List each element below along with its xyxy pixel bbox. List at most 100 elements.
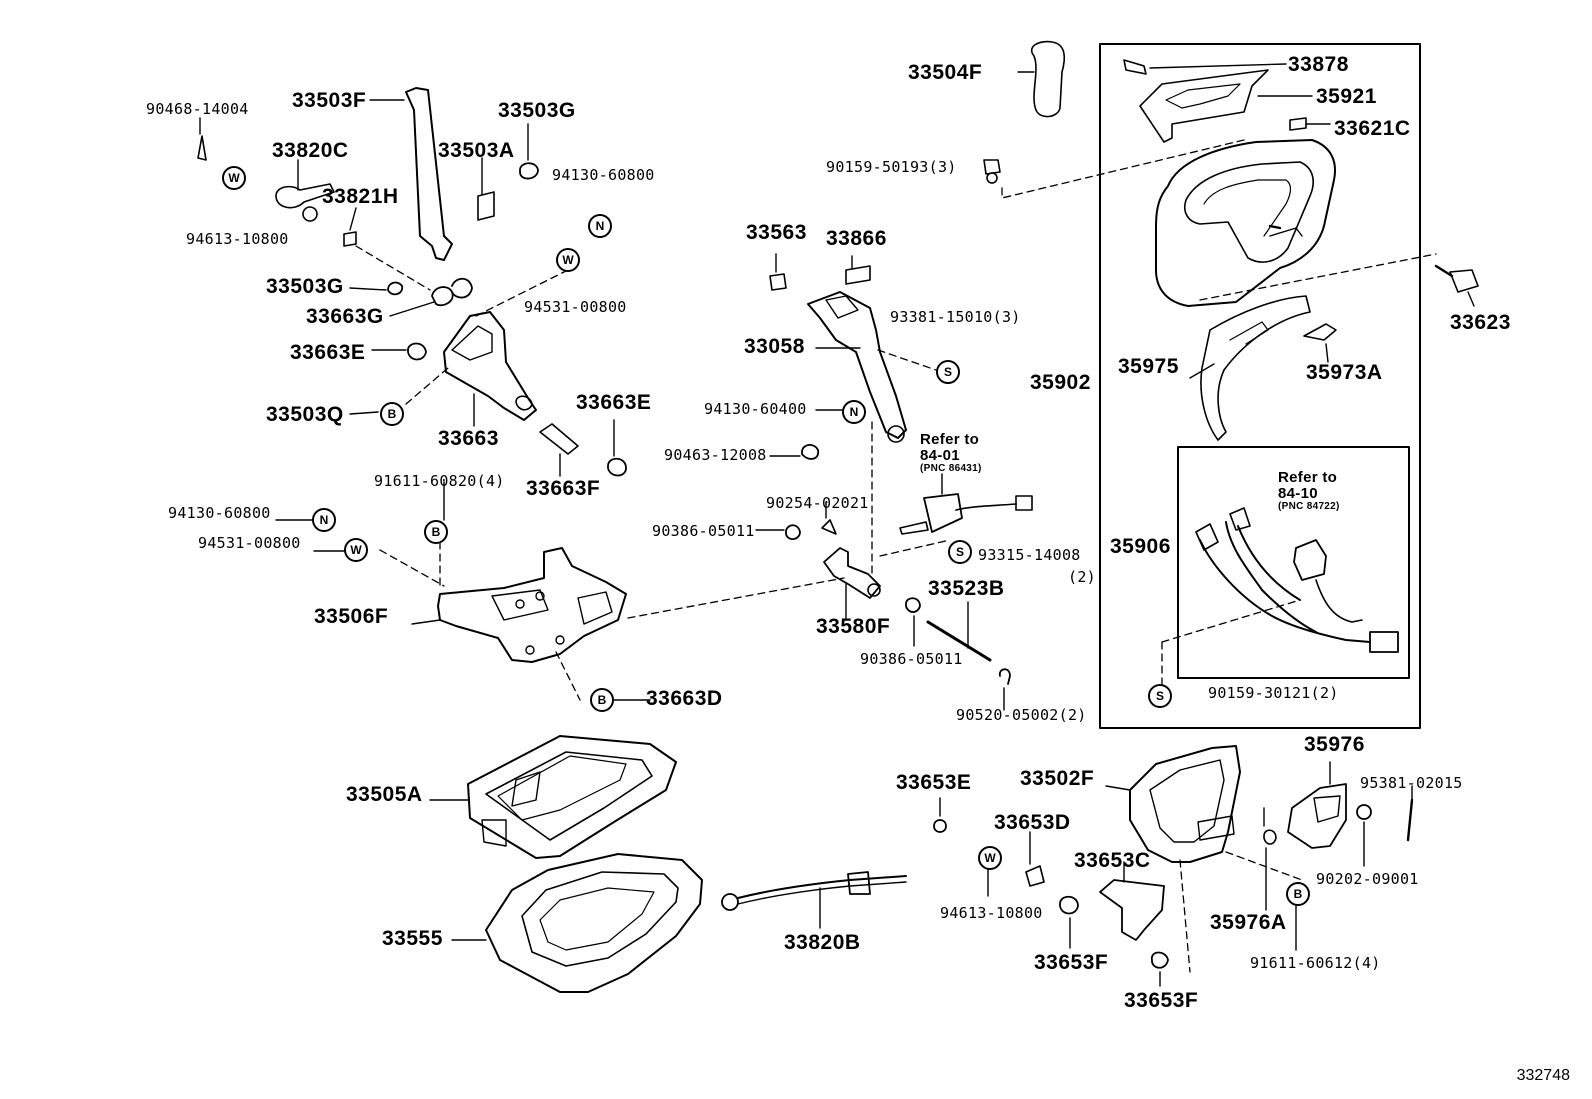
label-33821H: 33821H xyxy=(322,185,399,208)
frame-33505A xyxy=(467,735,677,859)
label-33663D: 33663D xyxy=(646,687,723,710)
label-33878: 33878 xyxy=(1288,53,1349,76)
label-91611-60820: 91611-60820(4) xyxy=(374,472,505,490)
pin-33663F xyxy=(539,423,579,455)
part-33563 xyxy=(769,273,787,291)
rod-33523B xyxy=(926,620,992,662)
label-35973A: 35973A xyxy=(1306,361,1383,384)
ref1-page: 84-01 xyxy=(920,447,960,464)
label-90386-05011-a: 90386-05011 xyxy=(652,522,755,540)
diagram-id: 332748 xyxy=(1516,1067,1570,1084)
label-33503A: 33503A xyxy=(438,139,515,162)
washer-symbol: W xyxy=(222,166,246,190)
label-33623: 33623 xyxy=(1450,311,1511,334)
housing-33502F xyxy=(1129,745,1241,863)
screw-symbol: S xyxy=(1148,684,1172,708)
clip-90468-14004 xyxy=(197,135,207,161)
screw-symbol: S xyxy=(936,360,960,384)
label-94613-10800-a: 94613-10800 xyxy=(186,230,289,248)
label-33663E-b: 33663E xyxy=(576,391,652,414)
label-33866: 33866 xyxy=(826,227,887,250)
label-33653E: 33653E xyxy=(896,771,972,794)
slide-strip-35975 xyxy=(1200,295,1311,441)
label-33503Q: 33503Q xyxy=(266,403,344,426)
washer-symbol: W xyxy=(344,538,368,562)
bolt-symbol: B xyxy=(1286,882,1310,906)
label-33503G-top: 33503G xyxy=(498,99,576,122)
harness-connector xyxy=(1369,631,1399,653)
label-90159-30121: 90159-30121(2) xyxy=(1208,684,1339,702)
wire-harness-35906 xyxy=(1199,539,1371,643)
label-94531-00800-a: 94531-00800 xyxy=(524,298,627,316)
label-90159-50193: 90159-50193(3) xyxy=(826,158,957,176)
screw-90159-50193 xyxy=(983,159,1001,175)
label-33663F: 33663F xyxy=(526,477,601,500)
subassembly-box-35906 xyxy=(1177,446,1410,679)
bolt-symbol: B xyxy=(380,402,404,426)
label-33502F: 33502F xyxy=(1020,767,1095,790)
part-33878 xyxy=(1123,59,1147,75)
label-33523B: 33523B xyxy=(928,577,1005,600)
ref2-title: Refer to xyxy=(1278,469,1338,486)
label-33820B: 33820B xyxy=(784,931,861,954)
part-33821H xyxy=(343,231,357,247)
label-94531-00800-b: 94531-00800 xyxy=(198,534,301,552)
label-33555: 33555 xyxy=(382,927,443,950)
label-35921: 35921 xyxy=(1316,85,1377,108)
label-90202-09001: 90202-09001 xyxy=(1316,870,1419,888)
tray-33555 xyxy=(485,853,703,993)
cable-33820B xyxy=(737,875,907,899)
label-94130-60800-b: 94130-60800 xyxy=(168,504,271,522)
spring-33866 xyxy=(845,265,871,285)
label-33058: 33058 xyxy=(744,335,805,358)
bolt-symbol: B xyxy=(424,520,448,544)
ref1-title: Refer to xyxy=(920,431,980,448)
label-33653C: 33653C xyxy=(1074,849,1151,872)
label-33653F-b: 33653F xyxy=(1124,989,1199,1012)
nut-symbol: N xyxy=(312,508,336,532)
clip-33820C xyxy=(275,183,335,209)
label-93315-14008: 93315-14008 xyxy=(978,546,1081,564)
label-93315-qty: (2) xyxy=(1068,568,1096,586)
part-35976 xyxy=(1287,783,1347,849)
label-95381-02015: 95381-02015 xyxy=(1360,774,1463,792)
label-33504F: 33504F xyxy=(908,61,983,84)
screw-symbol: S xyxy=(948,540,972,564)
solenoid-ref-84-01 xyxy=(923,493,963,533)
label-33653F-a: 33653F xyxy=(1034,951,1109,974)
label-33503G-mid: 33503G xyxy=(266,275,344,298)
part-33580F xyxy=(823,547,881,599)
label-33621C: 33621C xyxy=(1334,117,1411,140)
label-33580F: 33580F xyxy=(816,615,891,638)
label-94613-10800-b: 94613-10800 xyxy=(940,904,1043,922)
washer-symbol: W xyxy=(556,248,580,272)
label-90520-05002: 90520-05002(2) xyxy=(956,706,1087,724)
label-33653D: 33653D xyxy=(994,811,1071,834)
label-35976A: 35976A xyxy=(1210,911,1287,934)
label-90463-12008: 90463-12008 xyxy=(664,446,767,464)
indicator-plate-35921 xyxy=(1139,69,1269,143)
label-33663E-a: 33663E xyxy=(290,341,366,364)
console-housing-35902 xyxy=(1155,139,1336,307)
bolt-33623 xyxy=(1449,269,1479,293)
shift-knob-33504F xyxy=(1030,40,1066,118)
label-33505A: 33505A xyxy=(346,783,423,806)
label-33663G: 33663G xyxy=(306,305,384,328)
label-35976: 35976 xyxy=(1304,733,1365,756)
label-33820C: 33820C xyxy=(272,139,349,162)
label-91611-60612: 91611-60612(4) xyxy=(1250,954,1381,972)
bracket-33506F xyxy=(437,547,627,663)
bracket-33663 xyxy=(443,311,537,421)
label-94130-60400: 94130-60400 xyxy=(704,400,807,418)
bracket-33653C xyxy=(1099,879,1165,941)
assembly-box-35902 xyxy=(1099,43,1421,729)
label-90254-02021: 90254-02021 xyxy=(766,494,869,512)
bushing-33663E-a xyxy=(407,342,427,361)
label-33506F: 33506F xyxy=(314,605,389,628)
label-35975: 35975 xyxy=(1118,355,1179,378)
label-33563: 33563 xyxy=(746,221,807,244)
pin-33503A xyxy=(477,191,495,221)
lock-assembly-33058 xyxy=(807,291,907,439)
